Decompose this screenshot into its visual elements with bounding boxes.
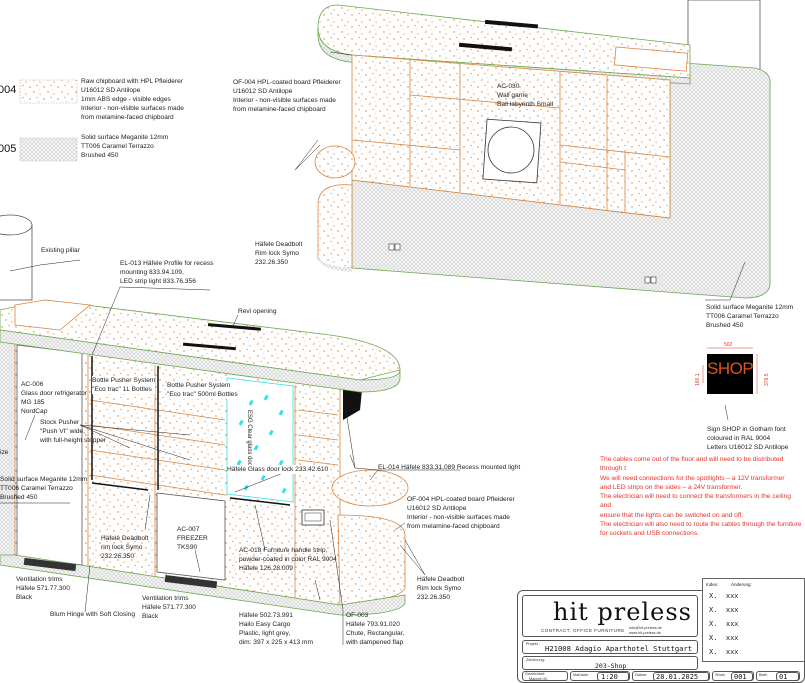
logo-box: hit preless CONTRACT, OFFICE FURNITURE i…	[522, 595, 698, 637]
stueck-value: 001	[731, 672, 753, 681]
label-size-fragment: ize	[0, 449, 9, 456]
legend-code-005: 005	[0, 143, 17, 155]
blatt-value: 01	[776, 672, 799, 681]
label-blum-hinge: Blum Hinge with Soft Closing	[50, 611, 136, 618]
aenderung-label: Änderung:	[731, 582, 752, 587]
datum-value: 28.01.2025	[653, 672, 709, 681]
zeichnung-label: Zeichnung:	[526, 658, 545, 662]
index-label: Index:	[706, 582, 719, 587]
projekt-field: Projekt : H21008 Adagio Aparthotel Stutt…	[522, 640, 698, 654]
index-row: X. xxx	[709, 592, 739, 600]
revision-index-table: Index: Änderung: X. xxx X. xxx X. xxx X.…	[702, 578, 805, 662]
tagline: CONTRACT, OFFICE FURNITURE	[541, 628, 625, 633]
label-stock-pusher: Stock Pusher"Push VI" wide,with full-hei…	[40, 419, 106, 444]
index-row: X. xxx	[709, 634, 739, 642]
label-el014: EL-014 Häfele 833.31.089 Recess mounted …	[378, 464, 521, 471]
index-row: X. xxx	[709, 648, 739, 656]
electrical-notes: The cables come out of the floor and wil…	[600, 456, 802, 538]
dim-sign-height: 378.5	[764, 373, 770, 386]
label-bottle-pusher-500ml: Bottle Pusher System"Eco trac" 500ml Bot…	[167, 381, 238, 399]
gezeichnet-value: Malovrh M.	[529, 676, 548, 681]
stueck-label: Stück:	[715, 673, 726, 677]
shop-sign-letters: SHOP	[707, 359, 754, 378]
legend-code-004: 004	[0, 84, 17, 96]
index-row: X. xxx	[709, 620, 739, 628]
gezeichnet-label: Gezeichnet:	[525, 672, 546, 676]
label-revi-opening: Revi opening	[238, 308, 277, 315]
label-esg-glass-door: ESG Clear glass door	[246, 410, 252, 469]
label-existing-pillar: Existing pillar	[41, 247, 80, 254]
label-bottle-pusher-1l: Bottle Pusher System"Eco trac" 1L Bottle…	[92, 376, 156, 394]
dim-sign-width: 502	[724, 342, 733, 348]
blatt-field: Blatt: 01	[756, 671, 800, 681]
zeichnung-value: 203-Shop	[595, 662, 627, 670]
stueck-field: Stück: 001	[712, 671, 754, 681]
gezeichnet-field: Gezeichnet: Malovrh M.	[522, 671, 568, 681]
index-row: X. xxx	[709, 606, 739, 614]
blatt-label: Blatt:	[759, 673, 768, 677]
label-ac018: AC-018 Furniture handle strip,powder-coa…	[239, 547, 337, 572]
label-glass-door-lock: Häfele Glass door lock 233.42.610	[227, 465, 329, 474]
datum-field: Datum: 28.01.2025	[632, 671, 710, 681]
shop-sign	[707, 354, 753, 394]
dim-letter-height: 166.1	[695, 373, 701, 386]
projekt-value: H21008 Adagio Aparthotel Stuttgart	[545, 644, 693, 653]
lower-unit	[0, 214, 409, 616]
massstab-value: 1:20	[597, 672, 629, 681]
datum-label: Datum:	[635, 673, 648, 677]
projekt-label: Projekt :	[526, 642, 540, 646]
company-logo: hit preless	[553, 598, 692, 626]
top-unit	[314, 0, 771, 299]
massstab-field: Maßstab: 1:20	[570, 671, 630, 681]
massstab-label: Maßstab:	[573, 673, 589, 677]
legend-swatch-chipboard	[19, 79, 78, 104]
zeichnung-field: Zeichnung: 203-Shop	[522, 656, 698, 670]
legend-swatch-terrazzo	[19, 137, 78, 162]
